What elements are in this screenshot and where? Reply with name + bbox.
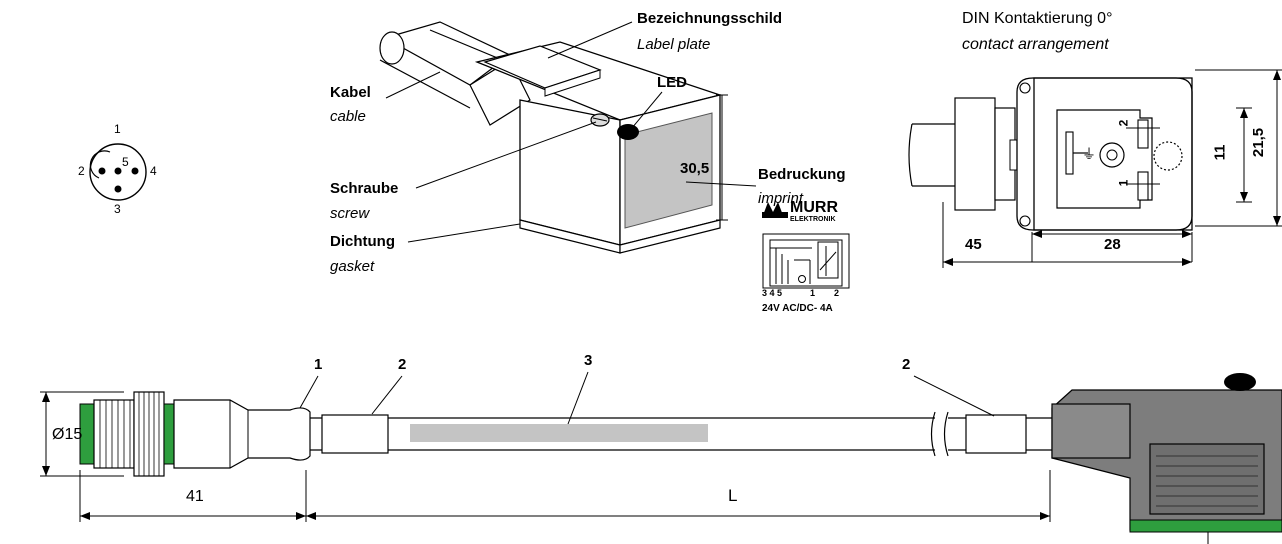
- din-title-en: contact arrangement: [962, 36, 1109, 53]
- cable-label-de: Kabel: [330, 84, 371, 101]
- dim-21-5: 21,5: [1250, 127, 1268, 158]
- height-dimension: 30,5: [680, 160, 710, 177]
- label-plate-en: Label plate: [637, 36, 711, 53]
- dim-28: 28: [1104, 236, 1121, 253]
- pin-label-3: 3: [114, 202, 121, 216]
- diameter-label: Ø15: [52, 426, 83, 443]
- connector-3d-view: [379, 21, 728, 254]
- label-plate-de: Bezeichnungsschild: [637, 10, 783, 27]
- length-L-label: L: [728, 486, 738, 505]
- dim-45: 45: [965, 236, 982, 253]
- cable-assembly-drawing: [40, 371, 1282, 544]
- screw-label-en: screw: [330, 205, 370, 222]
- din-pin-label-1: 1: [1116, 179, 1131, 187]
- schematic-terminals: 3 4 5: [762, 288, 783, 298]
- callout-2-right: 2: [902, 356, 911, 373]
- gasket-label-de: Dichtung: [330, 233, 395, 250]
- callout-2-left: 2: [398, 356, 407, 373]
- schematic-pin-2: 2: [834, 288, 840, 298]
- din-pin-label-2: 2: [1116, 119, 1131, 127]
- leader-lines: [385, 21, 757, 243]
- screw-label-de: Schraube: [330, 180, 399, 197]
- schematic-rating: 24V AC/DC- 4A: [762, 303, 833, 314]
- logo-subtitle: ELEKTRONIK: [790, 216, 836, 223]
- wiring-schematic: [762, 233, 850, 289]
- din-title-de: DIN Kontaktierung 0°: [962, 10, 1113, 27]
- gasket-label-en: gasket: [330, 258, 375, 275]
- callout-1: 1: [314, 356, 323, 373]
- pin-label-5: 5: [122, 155, 129, 169]
- schematic-pin-1: 1: [810, 288, 816, 298]
- pin-label-2: 2: [78, 164, 85, 178]
- length-41-label: 41: [186, 488, 204, 505]
- led-label: LED: [657, 74, 687, 91]
- din-contact-view: [908, 69, 1282, 268]
- logo-brand: MURR: [790, 199, 838, 216]
- pin-label-4: 4: [150, 164, 157, 178]
- cable-label-en: cable: [330, 108, 366, 125]
- murr-logo-mark: [762, 202, 788, 218]
- ground-symbol-icon: ⏚: [1082, 146, 1096, 162]
- callout-3: 3: [584, 352, 593, 369]
- imprint-label-en: imprint: [758, 190, 804, 207]
- pin-face-diagram: [89, 143, 147, 201]
- imprint-label-de: Bedruckung: [758, 166, 846, 183]
- pin-label-1: 1: [114, 122, 121, 136]
- dim-11: 11: [1211, 144, 1229, 161]
